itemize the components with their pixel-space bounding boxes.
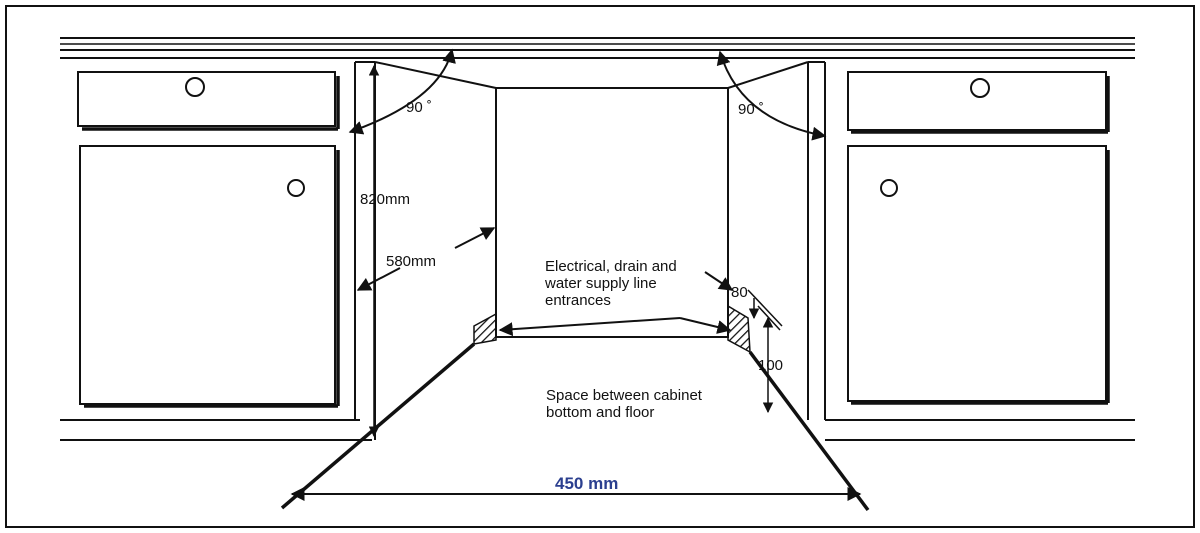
angle-right-label: 90 ˚ — [738, 101, 764, 118]
angle-left-label: 90 ˚ — [406, 99, 432, 116]
left-cabinet — [60, 62, 376, 441]
small-dimensions — [747, 289, 783, 414]
entrance-label-line2: water supply line — [544, 275, 657, 292]
space-label-line2: bottom and floor — [546, 404, 654, 421]
drawer-knob-icon — [185, 77, 205, 97]
entrance-label-line1: Electrical, drain and — [545, 258, 677, 275]
drawer-knob-icon — [970, 78, 990, 98]
dim-100-label: 100 — [758, 357, 783, 374]
space-label-line1: Space between cabinet — [546, 387, 703, 404]
entrance-label-line3: entrances — [545, 292, 611, 309]
countertop — [60, 37, 1135, 59]
angle-marks — [348, 48, 827, 141]
door-knob-icon — [880, 179, 898, 197]
left-floor-edge — [280, 342, 476, 510]
depth-dimension — [356, 227, 496, 291]
width-label: 450 mm — [555, 474, 618, 493]
height-label: 820mm — [360, 191, 410, 208]
back-wall — [495, 87, 729, 338]
depth-label: 580mm — [386, 253, 436, 270]
left-entrance-opening — [473, 312, 497, 345]
dim-80-label: 80 — [731, 284, 748, 301]
door-knob-icon — [287, 179, 305, 197]
right-entrance-opening — [727, 304, 751, 354]
right-cabinet — [807, 62, 1135, 441]
outer-frame — [5, 5, 1195, 528]
